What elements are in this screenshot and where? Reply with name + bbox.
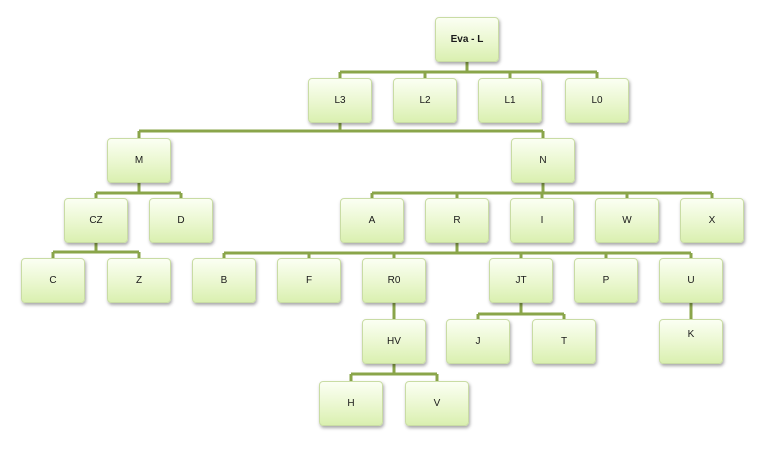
node-cz: CZ xyxy=(64,198,128,243)
node-c: C xyxy=(21,258,85,303)
node-x: X xyxy=(680,198,744,243)
connector-m-level xyxy=(94,183,183,200)
node-l1: L1 xyxy=(478,78,542,123)
node-j: J xyxy=(446,319,510,364)
connector-root-level xyxy=(338,62,599,80)
node-a: A xyxy=(340,198,404,243)
node-d: D xyxy=(149,198,213,243)
node-eva-l: Eva - L xyxy=(435,17,499,62)
node-p: P xyxy=(574,258,638,303)
connector-r-level xyxy=(222,243,693,260)
node-l3: L3 xyxy=(308,78,372,123)
connector-cz-level xyxy=(51,243,141,260)
node-b: B xyxy=(192,258,256,303)
connector-hv-level xyxy=(349,364,439,383)
node-z: Z xyxy=(107,258,171,303)
node-n: N xyxy=(511,138,575,183)
connector-l3-level xyxy=(137,123,545,140)
node-w: W xyxy=(595,198,659,243)
connector-jt-level xyxy=(476,303,566,321)
node-r0: R0 xyxy=(362,258,426,303)
node-f: F xyxy=(277,258,341,303)
node-h: H xyxy=(319,381,383,426)
node-r: R xyxy=(425,198,489,243)
node-i: I xyxy=(510,198,574,243)
node-l2: L2 xyxy=(393,78,457,123)
node-t: T xyxy=(532,319,596,364)
node-u: U xyxy=(659,258,723,303)
node-hv: HV xyxy=(362,319,426,364)
node-m: M xyxy=(107,138,171,183)
node-l0: L0 xyxy=(565,78,629,123)
node-jt: JT xyxy=(489,258,553,303)
connector-n-level xyxy=(370,183,714,200)
node-k: K xyxy=(659,319,723,364)
node-v: V xyxy=(405,381,469,426)
